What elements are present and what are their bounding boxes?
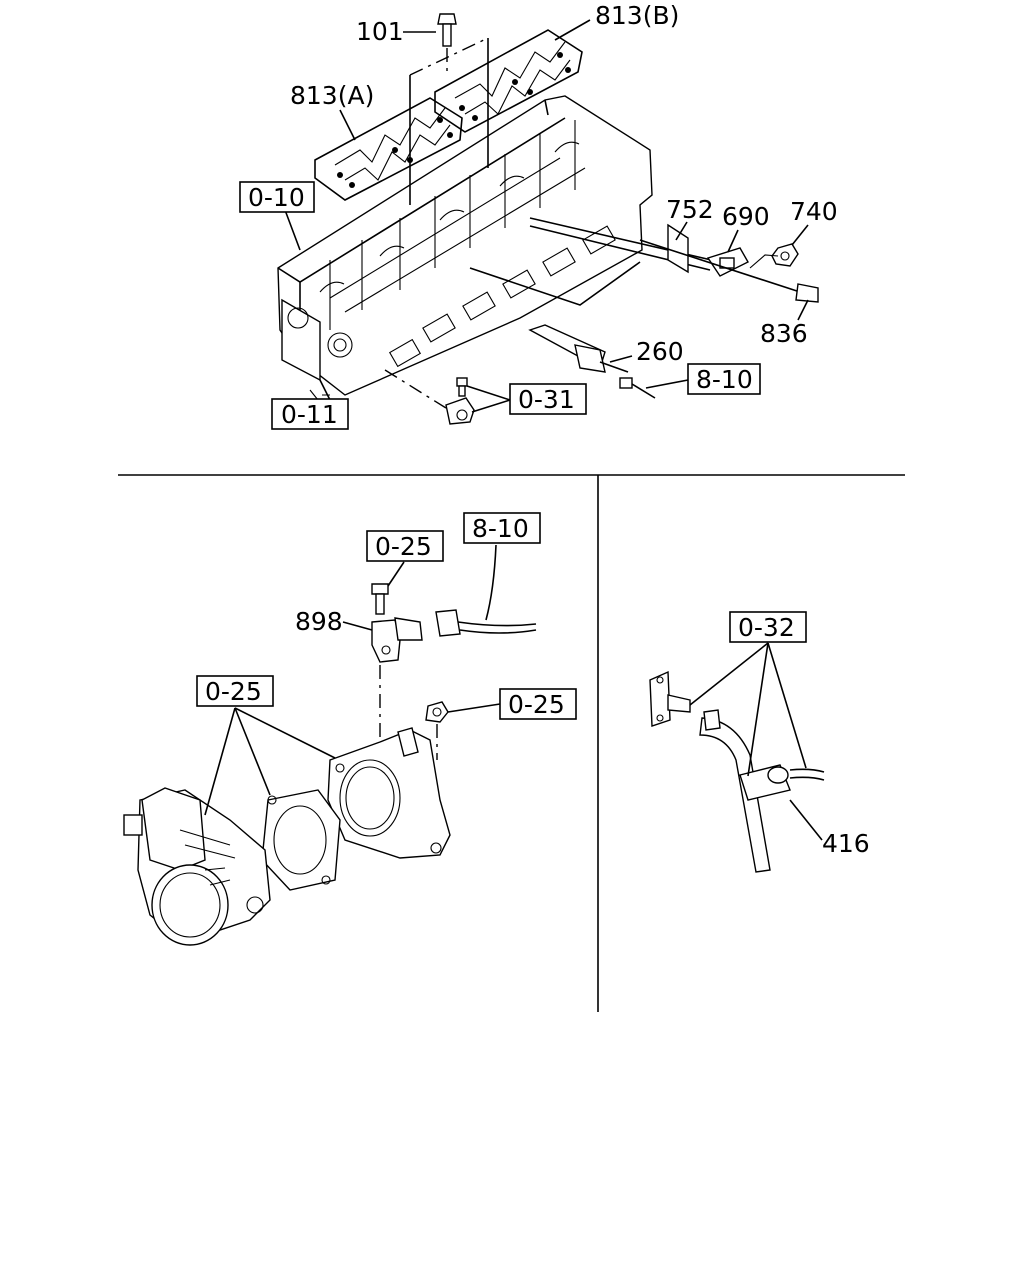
ref-0-25-nut: 0-25 bbox=[508, 690, 565, 719]
bolt-101 bbox=[437, 13, 457, 47]
label-813b: 813(B) bbox=[595, 1, 679, 30]
sensor-690 bbox=[529, 217, 749, 277]
ref-box-0-25-left bbox=[196, 675, 274, 707]
label-813a: 813(A) bbox=[290, 81, 374, 110]
ref-0-32: 0-32 bbox=[738, 613, 795, 642]
nut-740 bbox=[771, 243, 799, 267]
harness-gasket-a bbox=[314, 97, 463, 201]
throttle-body bbox=[123, 787, 271, 946]
harness-gasket-b bbox=[434, 29, 583, 133]
bolt-836 bbox=[639, 239, 819, 303]
ref-box-0-25-bolt bbox=[366, 530, 444, 562]
throttle-gasket bbox=[261, 789, 341, 891]
ref-box-0-10 bbox=[239, 181, 315, 213]
label-740: 740 bbox=[790, 197, 838, 226]
ref-box-8-10-mid bbox=[463, 512, 541, 544]
connector-harness bbox=[435, 544, 537, 637]
label-690: 690 bbox=[722, 202, 770, 231]
bolt-0-31 bbox=[445, 377, 475, 425]
pipe-416 bbox=[649, 670, 825, 873]
ref-box-0-11 bbox=[271, 398, 349, 430]
connector-8-10 bbox=[619, 377, 656, 399]
injector-260 bbox=[528, 324, 629, 373]
ref-0-10: 0-10 bbox=[248, 183, 305, 212]
label-752: 752 bbox=[666, 195, 714, 224]
sensor-898 bbox=[371, 617, 423, 663]
ref-box-8-10-top bbox=[687, 363, 761, 395]
ref-8-10-mid: 8-10 bbox=[472, 514, 529, 543]
ref-0-31: 0-31 bbox=[518, 385, 575, 414]
ref-box-0-31 bbox=[509, 383, 587, 415]
throttle-housing bbox=[327, 727, 451, 859]
ref-box-0-32 bbox=[729, 611, 807, 643]
nut-0-25 bbox=[425, 701, 449, 723]
ref-8-10-top: 8-10 bbox=[696, 365, 753, 394]
cylinder-head-assembly bbox=[277, 95, 653, 406]
label-101: 101 bbox=[356, 17, 404, 46]
ref-0-25-bolt: 0-25 bbox=[375, 532, 432, 561]
ref-0-11: 0-11 bbox=[281, 400, 338, 429]
label-836: 836 bbox=[760, 319, 808, 348]
label-260: 260 bbox=[636, 337, 684, 366]
label-416: 416 bbox=[822, 829, 870, 858]
label-898: 898 bbox=[295, 607, 343, 636]
ref-0-25-left: 0-25 bbox=[205, 677, 262, 706]
bolt-0-25 bbox=[371, 583, 389, 615]
